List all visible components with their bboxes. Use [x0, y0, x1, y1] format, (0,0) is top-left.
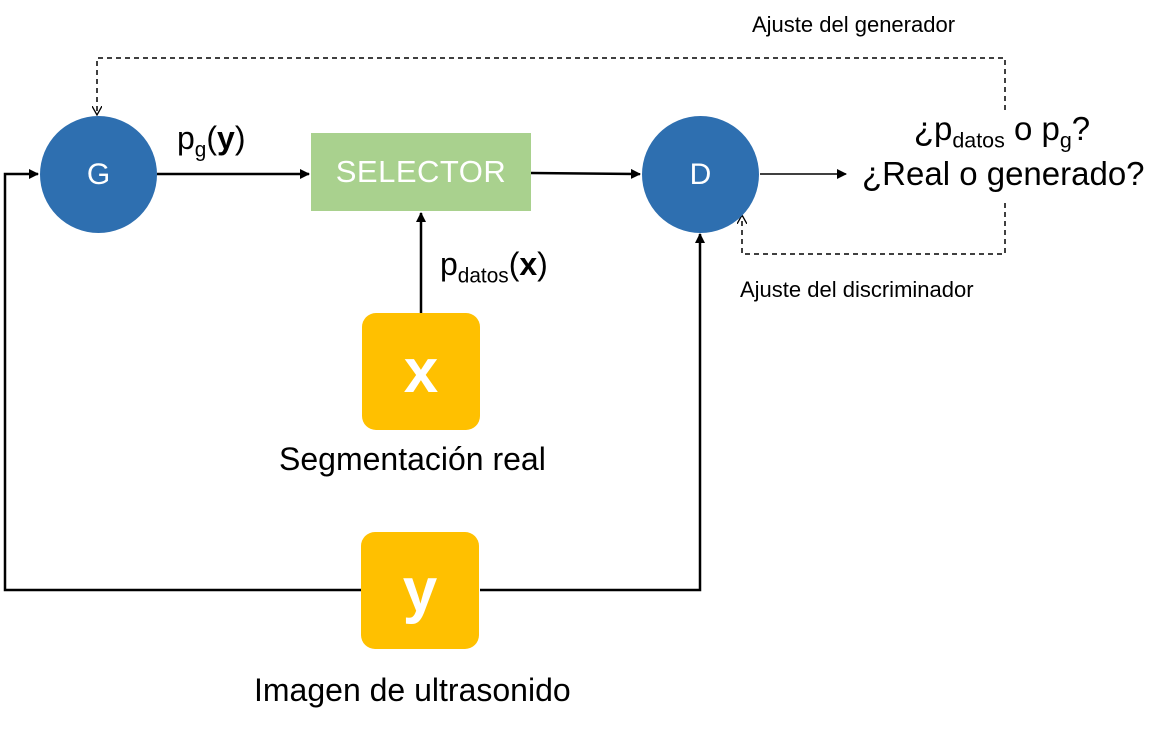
- output-question-line2: ¿Real o generado?: [862, 155, 1145, 192]
- pg-label: pg(y): [177, 120, 246, 162]
- x-variable-label: x: [403, 337, 439, 406]
- arrow-y-to-g: [3, 169, 361, 592]
- output-question-line1: ¿pdatos o pg?: [913, 110, 1091, 153]
- selector-label: SELECTOR: [335, 154, 507, 189]
- feedback-generator-dashed: [97, 57, 1006, 114]
- generator-label: G: [86, 157, 111, 191]
- y-variable-label: y: [402, 556, 438, 625]
- generator-node: G: [40, 116, 157, 233]
- discriminator-adjust-label: Ajuste del discriminador: [740, 277, 974, 302]
- real-segmentation-caption: Segmentación real: [279, 441, 546, 477]
- pdatos-label: pdatos(x): [440, 246, 548, 288]
- discriminator-node: D: [642, 116, 759, 233]
- feedback-discriminator-dashed: [742, 203, 1006, 255]
- ultrasound-image-caption: Imagen de ultrasonido: [254, 672, 571, 708]
- selector-box: SELECTOR: [311, 133, 531, 211]
- y-variable-box: y: [361, 532, 479, 649]
- arrow-y-to-d: [480, 233, 705, 592]
- discriminator-label: D: [689, 157, 712, 191]
- x-variable-box: x: [362, 313, 480, 430]
- generator-adjust-label: Ajuste del generador: [752, 12, 956, 37]
- arrow-selector-to-d: [530, 168, 641, 179]
